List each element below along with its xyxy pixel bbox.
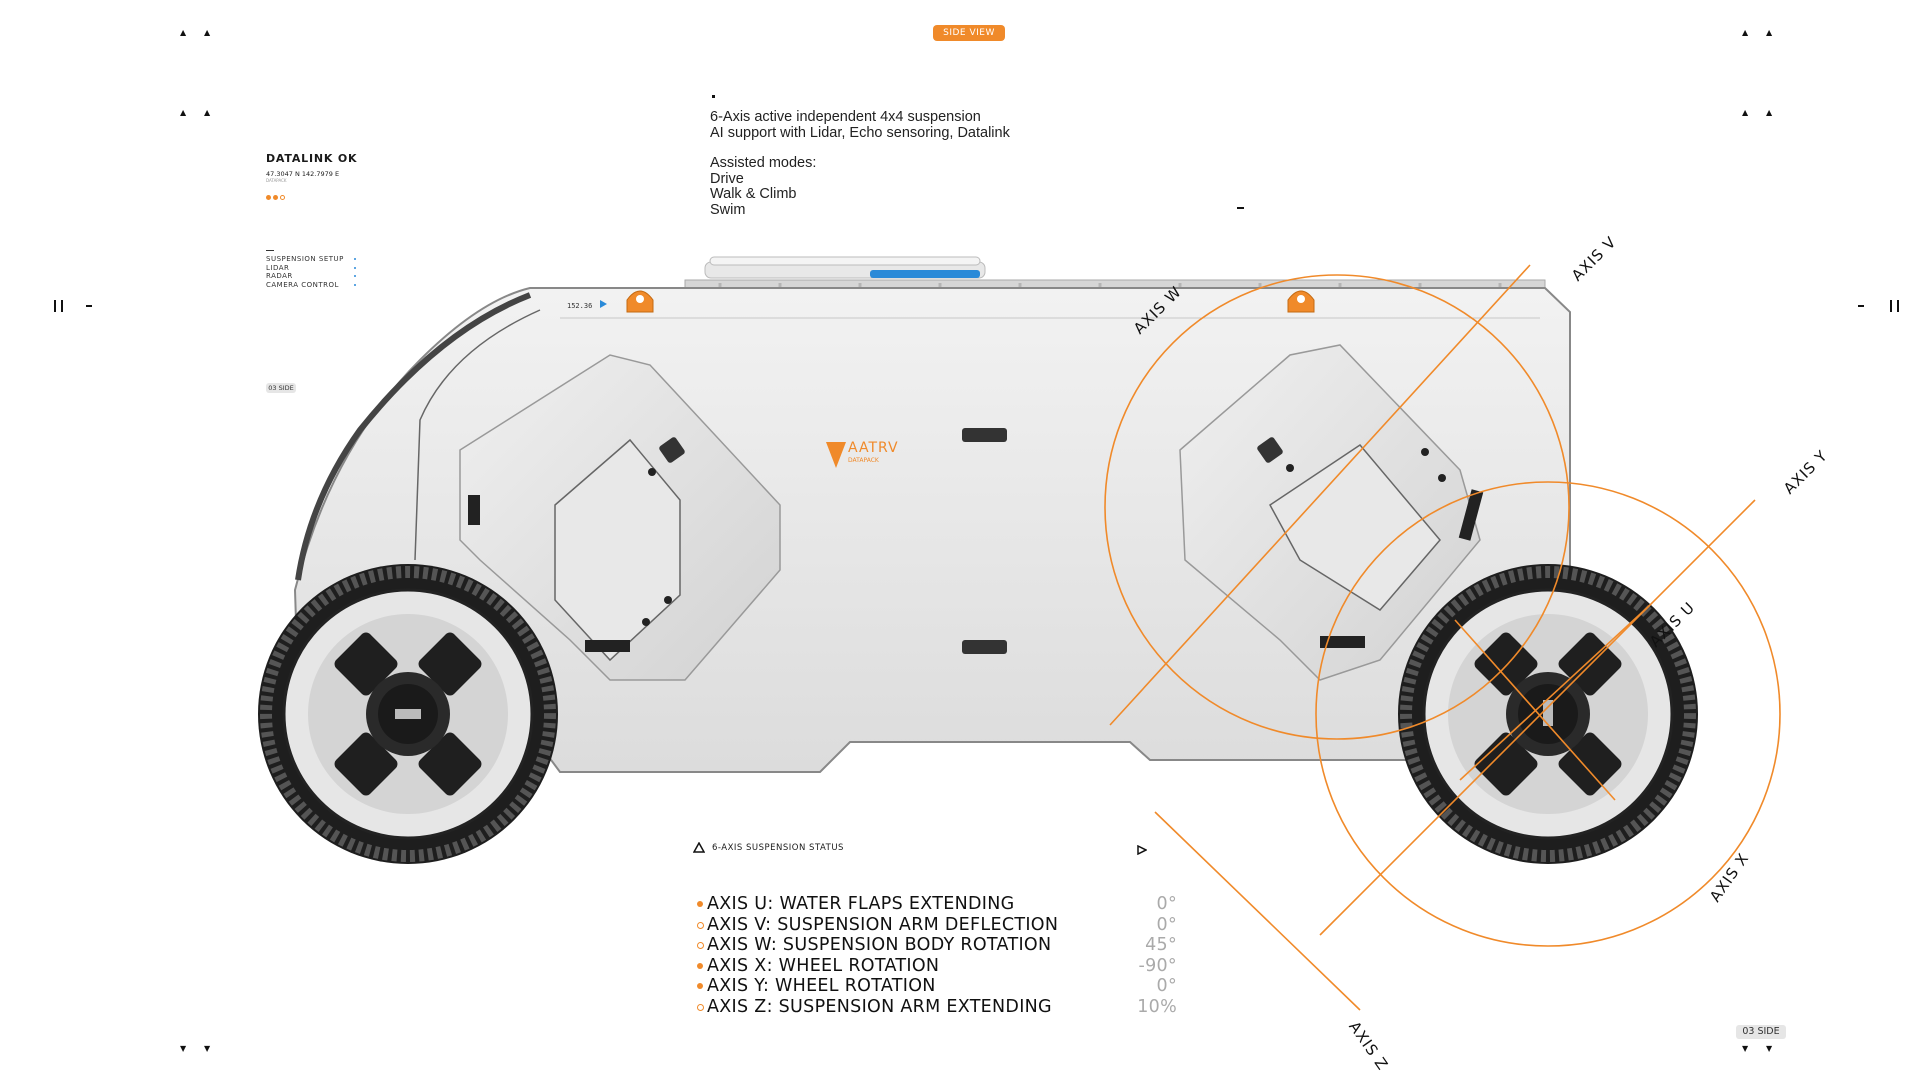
panel-latch-top [962, 428, 1007, 442]
axis-status-row-w: AXIS W: SUSPENSION BODY ROTATION 45° [697, 935, 1177, 956]
indicator-dot-3 [280, 195, 285, 200]
warning-triangle-icon [693, 842, 705, 853]
mode-walk-climb: Walk & Climb [710, 186, 797, 202]
suspension-status-title: 6-AXIS SUSPENSION STATUS [712, 843, 844, 853]
rear-wheel [1398, 564, 1698, 864]
menu-item-camera-control[interactable]: CAMERA CONTROL [266, 281, 356, 290]
edge-marker-left-dash [86, 305, 92, 307]
axis-status-row-x: AXIS X: WHEEL ROTATION -90° [697, 956, 1177, 977]
brand-name: AATRV [848, 440, 899, 456]
status-bullet [697, 942, 704, 950]
pod-slot-rear-1 [1458, 489, 1484, 541]
modes-title: Assisted modes: [710, 155, 817, 171]
axis-status-value: 45° [1145, 935, 1177, 956]
axis-status-label: AXIS Z: SUSPENSION ARM EXTENDING [707, 996, 1052, 1017]
menu-dot [354, 283, 356, 286]
menu-dot [354, 258, 356, 260]
axis-status-row-z: AXIS Z: SUSPENSION ARM EXTENDING 10% [697, 997, 1177, 1018]
axis-v-line [1109, 264, 1531, 726]
side-view-badge[interactable]: SIDE VIEW [933, 25, 1005, 41]
axis-status-label: AXIS U: WATER FLAPS EXTENDING [707, 894, 1015, 914]
edge-marker-left [54, 300, 63, 312]
pod-slot-front-2 [585, 640, 630, 652]
corner-marker-tr-2: ▲ ▲ [1742, 108, 1773, 117]
corner-marker-tl-1: ▲ ▲ [180, 28, 211, 37]
front-panel-line [414, 309, 541, 561]
axis-status-row-u: AXIS U: WATER FLAPS EXTENDING 0° [697, 894, 1177, 915]
view-tag-right[interactable]: 03 SIDE [1736, 1025, 1786, 1039]
mode-swim: Swim [710, 201, 746, 218]
axis-status-value: 0° [1156, 914, 1177, 935]
menu-item-label: SUSPENSION SETUP [266, 255, 344, 263]
pod-slot-front-3 [659, 437, 685, 463]
datalink-coords: 47.3047 N 142.7979 E [266, 170, 340, 178]
pod-slot-front-1 [468, 495, 480, 525]
menu-dash [266, 250, 274, 251]
axis-status-row-y: AXIS Y: WHEEL ROTATION 0° [697, 976, 1177, 997]
corner-marker-tl-2: ▲ ▲ [180, 108, 211, 117]
mode-drive: Drive [710, 170, 744, 187]
menu-dot [354, 275, 356, 277]
top-dot-marker [712, 95, 715, 98]
menu-item-suspension-setup[interactable]: SUSPENSION SETUP [266, 255, 356, 264]
axis-y-line [1319, 499, 1756, 936]
vehicle-description: 6-Axis active independent 4x4 suspension… [710, 109, 1010, 218]
indicator-dot-2 [273, 195, 278, 200]
status-bullet [697, 962, 703, 969]
axis-u-line [1459, 604, 1651, 781]
edge-marker-right [1890, 300, 1899, 312]
corner-marker-bl: ▼ ▼ [180, 1044, 211, 1053]
front-window-edge [295, 292, 532, 581]
description-line-1: 6-Axis active independent 4x4 suspension [710, 109, 981, 125]
corner-marker-tr-1: ▲ ▲ [1742, 28, 1773, 37]
brand-sub: DATAPACK [848, 457, 880, 464]
axis-status-label: AXIS W: SUSPENSION BODY ROTATION [707, 935, 1052, 956]
axis-z-line [1154, 811, 1361, 1011]
datalink-indicators [266, 185, 287, 204]
axis-status-row-v: AXIS V: SUSPENSION ARM DEFLECTION 0° [697, 915, 1177, 936]
pod-slot-rear-3 [1257, 437, 1283, 463]
play-arrow-icon[interactable] [1137, 845, 1147, 855]
axis-status-value: 0° [1156, 894, 1177, 914]
axis-status-value: 0° [1156, 976, 1177, 997]
menu-item-label: RADAR [266, 272, 293, 280]
axis-status-label: AXIS V: SUSPENSION ARM DEFLECTION [707, 914, 1059, 935]
suspension-arm-front [554, 438, 681, 662]
status-bullet [697, 901, 703, 907]
corner-marker-br: ▼ ▼ [1742, 1044, 1773, 1053]
menu-dot [354, 266, 356, 269]
panel-latch-bottom [962, 640, 1007, 654]
axis-status-value: -90° [1138, 955, 1177, 976]
view-tag-left[interactable]: 03 SIDE [266, 383, 296, 393]
menu-item-label: CAMERA CONTROL [266, 280, 339, 289]
menu-item-label: LIDAR [266, 263, 290, 272]
suspension-arm-rear [1269, 444, 1441, 611]
right-dash-marker [1237, 207, 1244, 209]
front-wheel [258, 564, 558, 864]
axis-circle-large [1104, 274, 1570, 740]
datalink-status: DATALINK OK [266, 152, 358, 165]
axis-status-label: AXIS X: WHEEL ROTATION [707, 955, 940, 976]
axis-status-list: AXIS U: WATER FLAPS EXTENDING 0° AXIS V:… [697, 894, 1177, 1018]
datalink-sub: DATAPACK [266, 178, 287, 183]
edge-marker-right-dash [1858, 305, 1864, 307]
system-menu: SUSPENSION SETUP LIDAR RADAR CAMERA CONT… [266, 250, 356, 289]
status-bullet [697, 983, 703, 990]
brand-logo-icon [826, 442, 846, 468]
axis-circle-wheel [1315, 481, 1781, 947]
menu-item-radar[interactable]: RADAR [266, 272, 356, 281]
menu-item-lidar[interactable]: LIDAR [266, 264, 356, 273]
status-bullet [697, 921, 704, 929]
axis-status-value: 10% [1137, 996, 1177, 1017]
pod-slot-rear-2 [1320, 636, 1365, 648]
indicator-dot-1 [266, 195, 271, 200]
description-line-2: AI support with Lidar, Echo sensoring, D… [710, 124, 1010, 141]
status-bullet [697, 1003, 704, 1011]
screen-readout: 152.36 [567, 302, 592, 310]
screen-play-icon [600, 300, 607, 308]
axis-status-label: AXIS Y: WHEEL ROTATION [707, 976, 936, 997]
